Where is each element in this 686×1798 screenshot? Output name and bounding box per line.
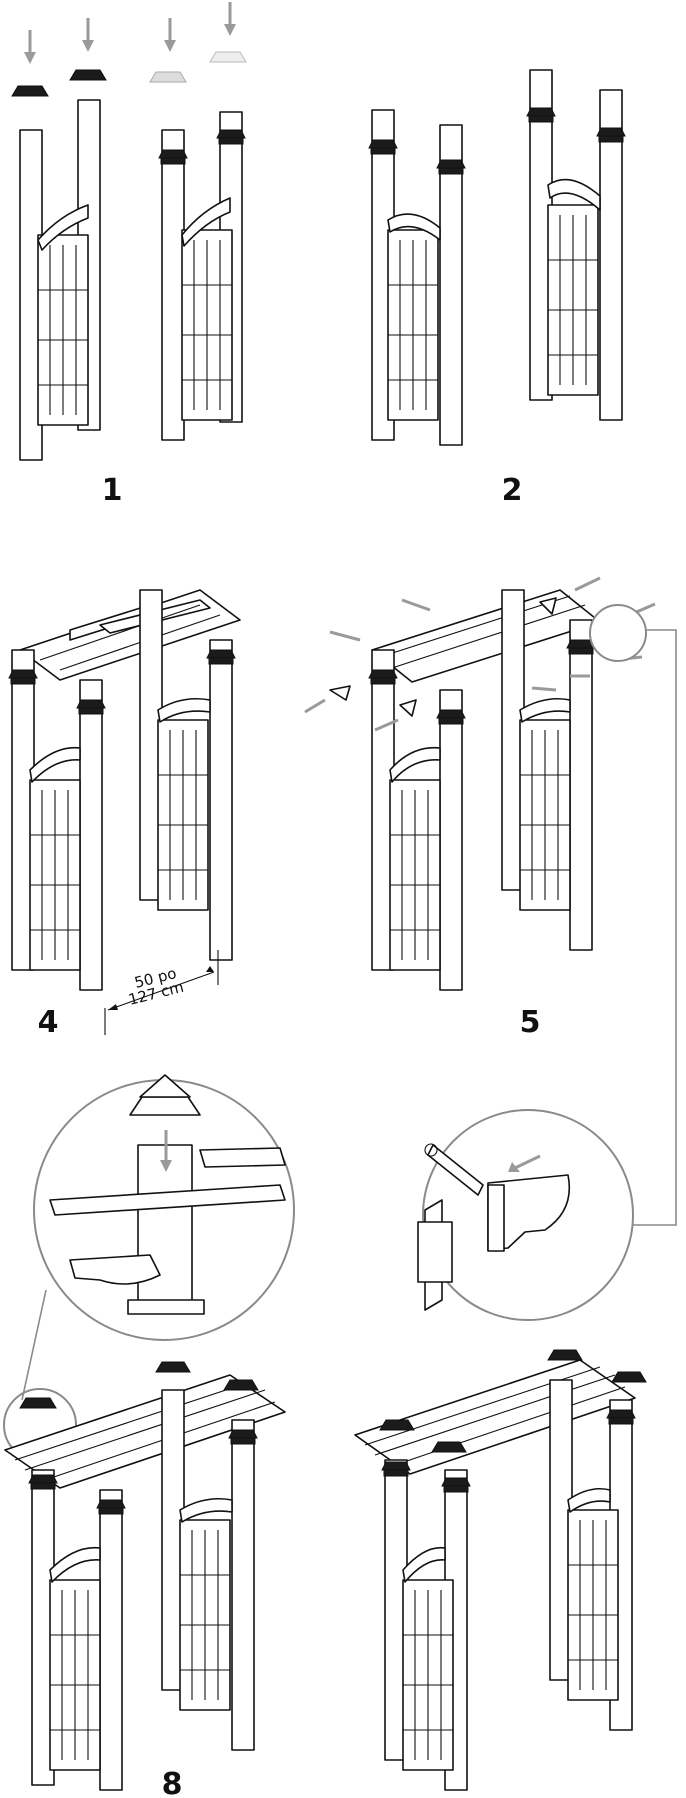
bracket [539, 597, 557, 615]
lattice-panel [402, 1579, 454, 1771]
step-label: 4 [38, 1005, 59, 1040]
arrow-down-icon [80, 16, 96, 54]
lattice-panel [157, 719, 209, 911]
detail-view-bracket [417, 1109, 634, 1321]
step-4-figure: 50 po 127 cm 4 [8, 589, 241, 1040]
post [569, 619, 593, 951]
lattice-panel [519, 719, 571, 911]
lattice-panel [567, 1509, 619, 1701]
bracket [329, 685, 351, 701]
detail-view-cap [33, 1074, 295, 1341]
post [439, 124, 463, 446]
post [99, 1489, 123, 1791]
step-5-figure: 5 [304, 576, 677, 1226]
post-cap [19, 1397, 57, 1409]
step-label: 1 [102, 473, 123, 508]
post [209, 639, 233, 961]
arrow-icon [304, 576, 656, 732]
post-cap [611, 1371, 647, 1383]
top-beam [19, 589, 241, 681]
top-beam [354, 1359, 636, 1475]
post-cap [155, 1361, 191, 1373]
post [79, 679, 103, 991]
lattice-panel [387, 229, 439, 421]
top-beam [371, 589, 601, 683]
post-cap-faded [149, 71, 187, 83]
lattice-panel [37, 234, 89, 426]
step-label: 2 [502, 473, 523, 508]
post-cap [11, 85, 49, 97]
post-cap [223, 1379, 259, 1391]
post-cap [69, 69, 107, 81]
lattice-panel [29, 779, 81, 971]
detail-callout-circle [589, 604, 647, 662]
lattice-panel [389, 779, 441, 971]
step-label: 8 [162, 1767, 183, 1798]
arrow-down-icon [22, 28, 38, 66]
post-cap-faded [209, 51, 247, 63]
post [599, 89, 623, 421]
post [161, 129, 185, 441]
arrow-down-icon [162, 16, 178, 54]
post-cap [547, 1349, 583, 1361]
step-label: 5 [520, 1005, 541, 1040]
lattice-panel [547, 204, 599, 396]
arrow-down-icon [222, 0, 238, 38]
post [439, 689, 463, 991]
step-2-figure: 2 [368, 69, 626, 508]
post [231, 1419, 255, 1751]
post-cap [379, 1419, 415, 1431]
lattice-panel [179, 1519, 231, 1711]
step-8-figure: 8 [4, 1361, 286, 1798]
final-assembly-figure [354, 1349, 647, 1791]
lattice-panel [181, 229, 233, 421]
lattice-panel [49, 1579, 101, 1771]
bracket [399, 699, 417, 717]
step-1-figure: 1 [11, 0, 247, 508]
post-cap [431, 1441, 467, 1453]
